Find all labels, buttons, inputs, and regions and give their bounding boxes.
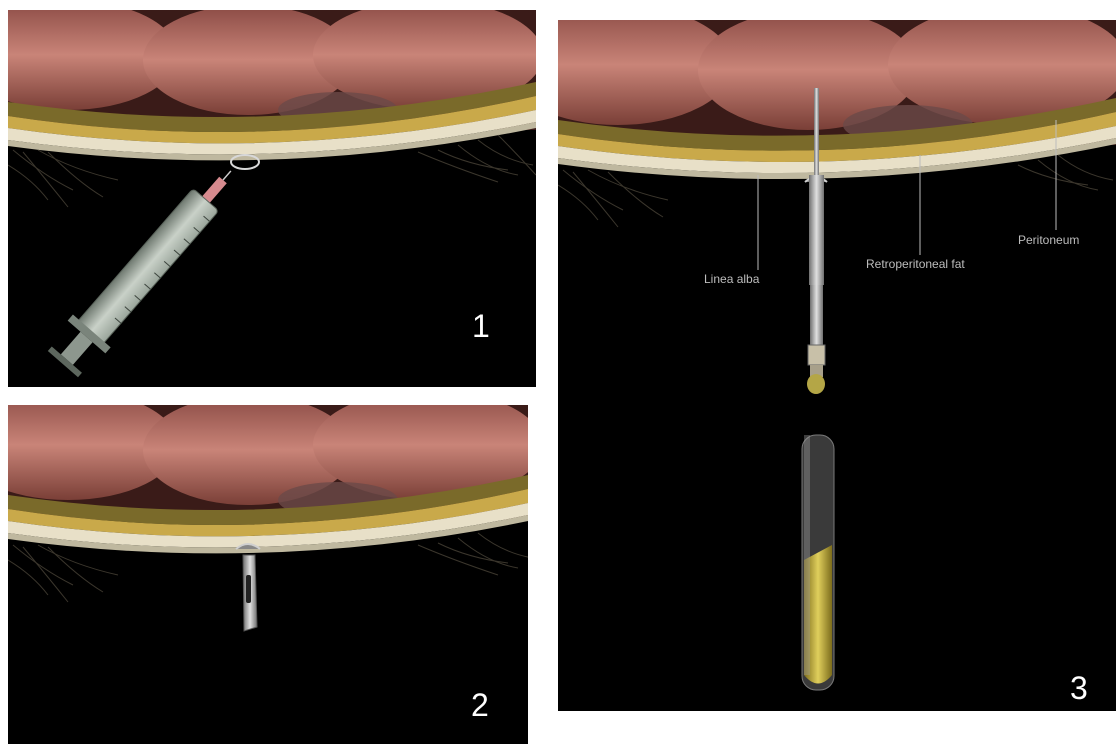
label-peritoneum: Peritoneum [1018,234,1079,246]
step-1-panel: 1 [8,10,536,387]
syringe-icon [44,155,250,381]
step-3-panel: Linea alba Retroperitoneal fat Peritoneu… [558,20,1116,711]
step-number: 1 [472,310,490,342]
step-number: 3 [1070,672,1088,704]
abdominal-wall-scene [8,405,528,744]
step-2-panel: 2 [8,405,528,744]
label-retroperitoneal-fat: Retroperitoneal fat [866,258,965,270]
label-linea-alba: Linea alba [704,273,759,285]
collection-tube-icon [802,435,834,690]
scalpel-icon [243,555,257,631]
step-number: 2 [471,689,489,721]
abdominal-wall-scene [8,10,536,387]
abdominal-wall-scene [558,20,1116,711]
